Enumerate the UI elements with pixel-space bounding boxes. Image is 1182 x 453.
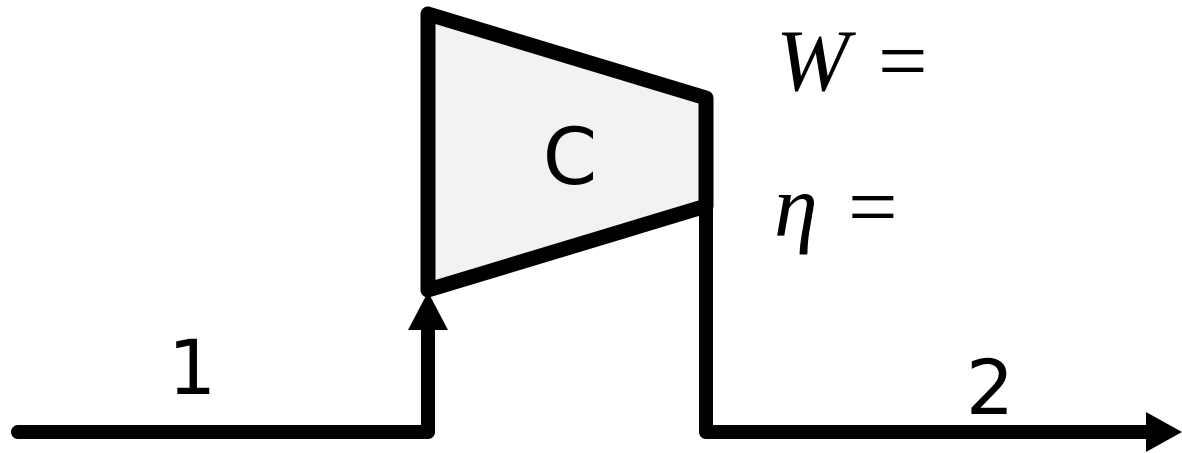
work-symbol: W [776,13,856,110]
inlet-stream-line [11,311,435,439]
outlet-arrowhead [1146,412,1182,452]
efficiency-equals: = [848,159,898,256]
work-equals: = [878,13,928,110]
compressor-label: C [543,113,597,203]
inlet-label: 1 [168,323,216,412]
inlet-arrowhead [408,292,448,330]
efficiency-symbol: η [774,159,818,256]
outlet-stream-line [699,199,1157,439]
outlet-label: 2 [966,343,1014,432]
